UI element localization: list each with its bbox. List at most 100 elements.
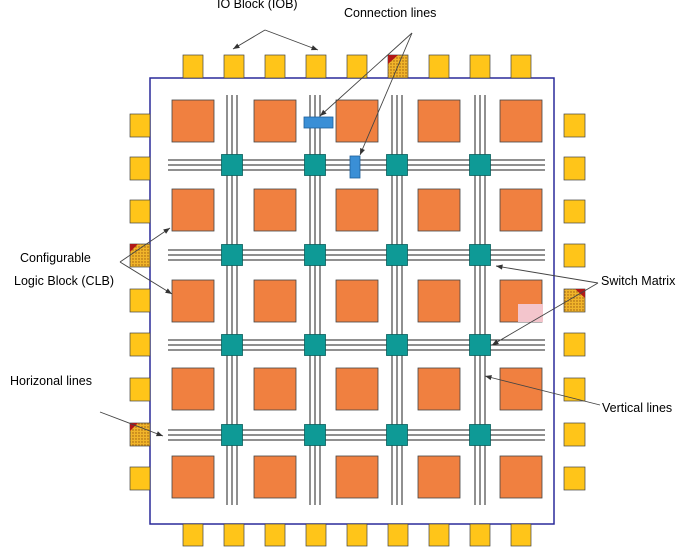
switch-matrix [386, 244, 408, 266]
iob-right [563, 332, 586, 357]
arrow-line [264, 29, 319, 51]
iob-right [563, 422, 586, 447]
switch-matrix [304, 334, 326, 356]
clb-block [253, 367, 297, 411]
clb-block [335, 367, 379, 411]
iob-top [223, 54, 245, 79]
arrow-head [311, 45, 318, 51]
iob-right [563, 156, 586, 181]
iob-top [182, 54, 204, 79]
switch-matrix [386, 334, 408, 356]
clb-block [253, 455, 297, 499]
iob-right [563, 466, 586, 491]
horizontal-lines-label: Horizonal lines [10, 374, 92, 388]
highlight-patch [518, 304, 543, 322]
clb-block [417, 188, 461, 232]
iob-label: IO Block (IOB) [217, 0, 298, 11]
arrow-line [484, 375, 601, 406]
clb-block [335, 188, 379, 232]
switch-matrix [469, 244, 491, 266]
clb-block [417, 99, 461, 143]
switch-matrix [221, 154, 243, 176]
clb-block [171, 455, 215, 499]
clb-block [499, 188, 543, 232]
io-blocks [129, 54, 586, 547]
switch-matrix [469, 334, 491, 356]
clb-block [499, 455, 543, 499]
iob-top [469, 54, 491, 79]
arrow-head [156, 431, 163, 437]
iob-left [129, 466, 151, 491]
switch-matrix [221, 244, 243, 266]
arrow-head [485, 375, 492, 381]
arrow-line [99, 411, 164, 437]
iob-left [129, 199, 151, 224]
iob-top [510, 54, 532, 79]
clb-block [335, 279, 379, 323]
arrow-head [320, 109, 327, 116]
iob-mark [130, 423, 138, 431]
iob-top [264, 54, 286, 79]
iob-bottom [469, 523, 491, 547]
connection-lines-label: Connection lines [344, 6, 436, 20]
iob-right [563, 377, 586, 402]
switch-matrix [221, 334, 243, 356]
iob-left [129, 288, 151, 313]
clb-block [335, 455, 379, 499]
iob-bottom [223, 523, 245, 547]
switch-matrices [221, 154, 491, 446]
switch-matrix-label: Switch Matrix [601, 274, 676, 288]
iob-top [305, 54, 327, 79]
connection-line-vertical [349, 155, 361, 179]
switch-matrix [386, 424, 408, 446]
iob-right [563, 199, 586, 224]
clb-block [253, 279, 297, 323]
switch-matrix [304, 154, 326, 176]
arrow-head [496, 264, 503, 270]
iob-top [428, 54, 450, 79]
arrow-head [360, 148, 365, 155]
iob-bottom [346, 523, 368, 547]
arrow-head [492, 339, 499, 345]
iob-mark [130, 244, 138, 252]
clb-block [417, 455, 461, 499]
arrow-head [233, 43, 240, 49]
iob-right [563, 288, 586, 313]
switch-matrix [469, 424, 491, 446]
clb-label-line1: Configurable [20, 251, 91, 265]
iob-right [563, 113, 586, 138]
iob-top [346, 54, 368, 79]
arrow-line [119, 227, 171, 263]
iob-mark [388, 55, 398, 64]
clb-label-line2: Logic Block (CLB) [14, 274, 114, 288]
iob-left [129, 156, 151, 181]
connection-line-horizontal [303, 116, 334, 129]
clb-block [499, 99, 543, 143]
vertical-lines-label: Vertical lines [602, 401, 672, 415]
arrow-line [491, 282, 599, 346]
iob-left [129, 377, 151, 402]
clb-block [253, 188, 297, 232]
switch-matrix [304, 424, 326, 446]
switch-matrix [386, 154, 408, 176]
iob-bottom [305, 523, 327, 547]
clb-block [417, 367, 461, 411]
iob-bottom [428, 523, 450, 547]
clb-block [335, 99, 379, 143]
iob-bottom [264, 523, 286, 547]
annotation-arrows [99, 29, 601, 437]
iob-bottom [510, 523, 532, 547]
clb-block [171, 279, 215, 323]
clb-block [171, 99, 215, 143]
iob-bottom [182, 523, 204, 547]
arrow-line [119, 261, 173, 295]
arrow-line [495, 265, 599, 284]
clb-block [171, 367, 215, 411]
clb-block [171, 188, 215, 232]
switch-matrix [221, 424, 243, 446]
clb-block [253, 99, 297, 143]
iob-right [563, 243, 586, 268]
arrow-line [359, 32, 413, 156]
arrow-line [319, 32, 413, 117]
